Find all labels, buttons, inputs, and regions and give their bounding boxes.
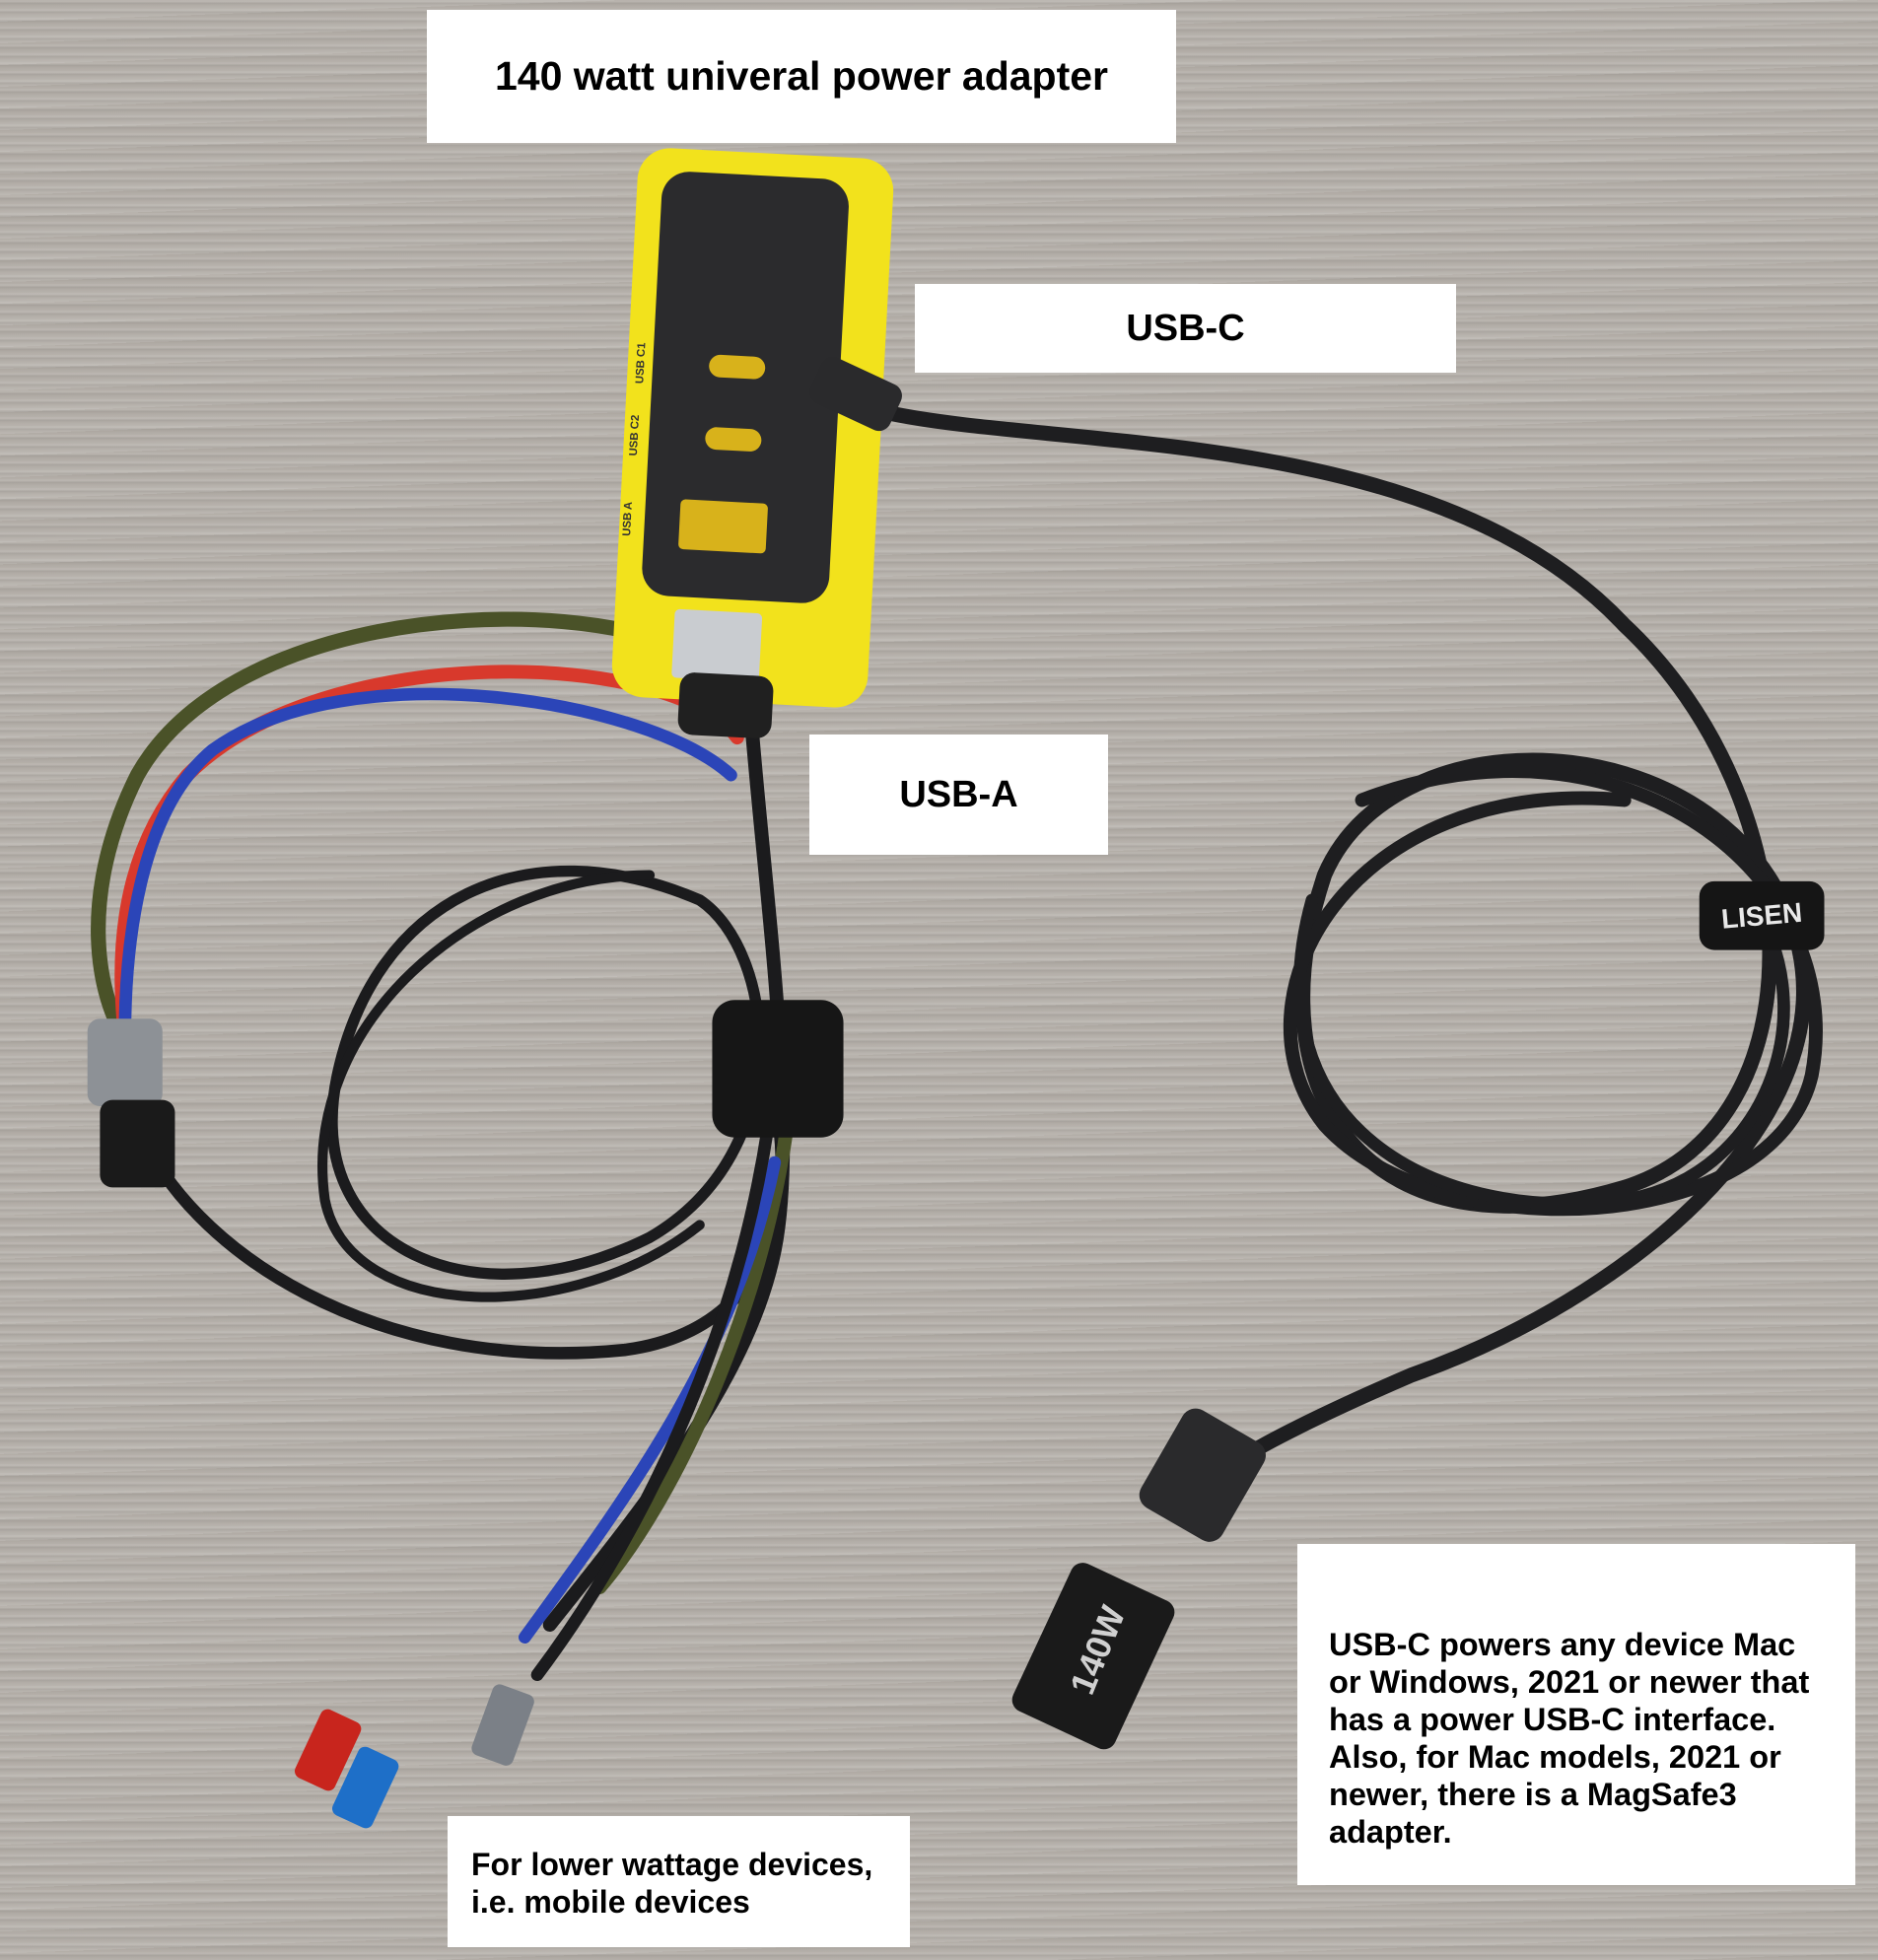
velcro-strap [712,1000,844,1138]
magsafe-adapter [1011,1563,1175,1750]
usb-a-port [678,499,768,554]
lower-wattage-label: For lower wattage devices, i.e. mobile d… [448,1816,910,1947]
usb-c-plug [1139,1408,1266,1542]
title-label: 140 watt univeral power adapter [427,10,1176,143]
cable-junction [87,1018,163,1107]
usb-c-cable [879,404,1825,1750]
usb-c-label: USB-C [915,284,1456,373]
port-c1-marking: USB C1 [634,342,648,385]
lightning-tip [471,1684,534,1766]
usb-a-label: USB-A [809,735,1108,855]
lisen-strap [1699,880,1825,950]
usb-c-description-label: USB-C powers any device Mac or Windows, … [1297,1544,1855,1885]
port-c2-marking: USB C2 [628,414,642,455]
multi-cable [87,611,844,1829]
brand-strap-text: LISEN [1720,897,1803,935]
port-a-marking: USB A [621,502,635,537]
micro-usb-tip [332,1746,399,1829]
usb-c1-port [709,354,766,380]
usb-c-tip [294,1709,362,1791]
usb-c2-port [705,427,762,452]
power-adapter: USB C1 USB C2 USB A [611,148,894,738]
